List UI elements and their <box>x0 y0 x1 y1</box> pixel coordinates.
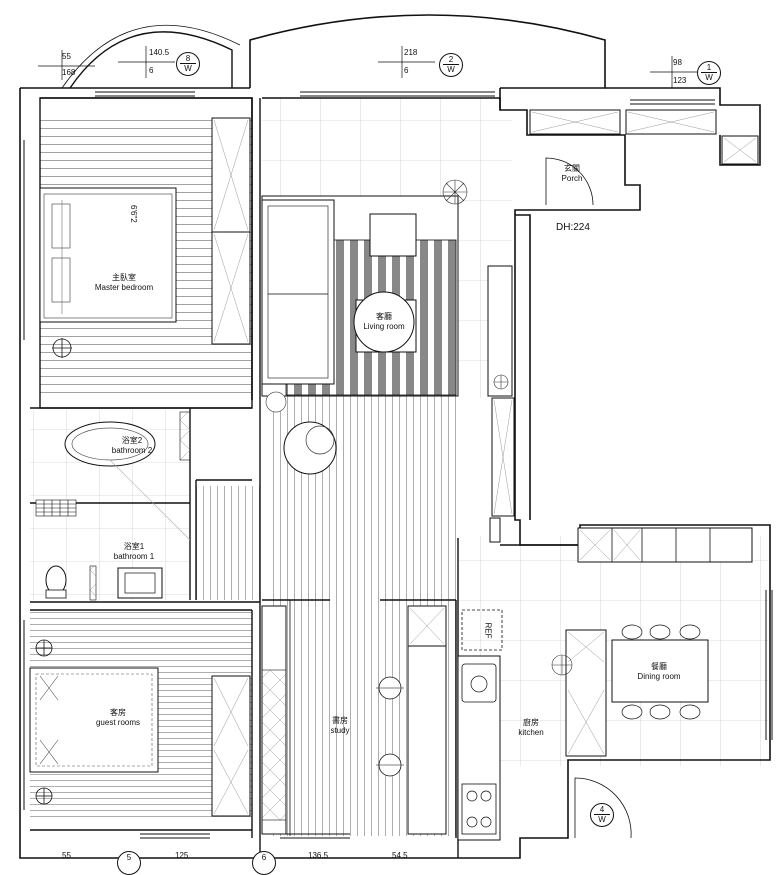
dimension-lines <box>38 46 700 88</box>
porch-zh: 玄關 <box>564 164 580 173</box>
guest-room-zh: 客房 <box>110 708 126 717</box>
dim-top-1-b: 123 <box>673 76 687 85</box>
window-mark-8: 8 W <box>176 52 200 76</box>
window-mark-4-bar <box>594 814 610 815</box>
bathroom1-en: bathroom 1 <box>113 552 155 561</box>
master-bedroom-en: Master bedroom <box>94 283 154 292</box>
porch-en: Porch <box>561 174 583 183</box>
window-mark-4: 4 W <box>590 803 614 827</box>
dim-top-1-a: 98 <box>673 58 682 67</box>
window-mark-1-bar <box>701 72 717 73</box>
kitchen-counter <box>457 655 501 841</box>
dim-bottom-b: 125 <box>175 851 189 860</box>
porch-label: 玄關 Porch <box>562 164 583 184</box>
bathroom2-label: 浴室2 bathroom 2 <box>112 436 152 456</box>
vanity <box>117 567 163 599</box>
study-en: study <box>330 726 350 735</box>
kitchen-label: 廚房 kitchen <box>518 718 543 738</box>
window-mark-5-num: 5 <box>126 853 132 862</box>
master-bed <box>39 187 177 323</box>
sofa <box>261 199 335 385</box>
living-room-zh: 客廳 <box>375 312 392 321</box>
dining-chairs <box>621 624 701 720</box>
dining-sideboard <box>565 629 607 757</box>
windows <box>19 91 773 839</box>
dim-bottom-a: 55 <box>62 851 71 860</box>
guest-room-en: guest rooms <box>95 718 141 727</box>
study-label: 書房 study <box>330 716 349 736</box>
window-mark-5: 5 <box>117 851 141 875</box>
corridor-floor <box>196 486 260 600</box>
dining-room-en: Dining room <box>637 672 681 681</box>
bathroom2-zh: 浴室2 <box>121 436 143 445</box>
bathtub <box>64 421 156 467</box>
window-mark-2-type: W <box>447 65 455 74</box>
round-table <box>353 291 415 353</box>
tv-cabinet <box>369 213 417 257</box>
bathroom1-label: 浴室1 bathroom 1 <box>114 542 154 562</box>
master-bedroom-zh: 主臥室 <box>112 273 136 282</box>
guest-room-label: 客房 guest rooms <box>96 708 140 728</box>
window-mark-2: 2 W <box>439 53 463 77</box>
dim-top-8-a: 140.5 <box>149 48 170 57</box>
ceiling-height-label: DH:224 <box>556 222 590 233</box>
guest-wardrobe <box>211 675 251 817</box>
kitchen-en: kitchen <box>518 728 544 737</box>
dining-cabinets-top <box>577 527 753 563</box>
fridge-label: REF <box>483 622 493 639</box>
bay-window-arc <box>69 31 233 89</box>
window-mark-2-num: 2 <box>448 55 454 64</box>
master-wardrobe <box>211 117 251 345</box>
porch-door <box>545 157 594 206</box>
window-mark-1: 1 W <box>697 61 721 85</box>
kitchen-zh: 廚房 <box>522 718 539 727</box>
bathroom1-zh: 浴室1 <box>123 542 145 551</box>
living-room-label: 客廳 Living room <box>363 312 404 332</box>
master-spot <box>52 338 72 358</box>
bathroom2-en: bathroom 2 <box>111 446 153 455</box>
study-desk <box>407 645 447 835</box>
plant <box>442 179 468 205</box>
dim-top-left-b: 168 <box>62 68 76 77</box>
study-zh: 書房 <box>332 716 348 725</box>
balcony-door <box>574 777 632 839</box>
window-mark-8-type: W <box>184 64 192 73</box>
dim-top-2-b: 6 <box>404 66 409 75</box>
window-mark-6-num: 6 <box>261 853 267 862</box>
window-mark-1-type: W <box>705 73 713 82</box>
fridge <box>461 609 503 651</box>
dining-table <box>611 639 709 703</box>
master-bedroom-label: 主臥室 Master bedroom <box>95 273 153 293</box>
window-mark-8-bar <box>180 63 196 64</box>
window-mark-4-num: 4 <box>599 805 605 814</box>
study-chairs <box>376 676 404 777</box>
dim-top-8-b: 6 <box>149 66 154 75</box>
guest-spots <box>35 639 53 805</box>
window-mark-4-type: W <box>598 815 606 824</box>
window-mark-8-num: 8 <box>185 54 191 63</box>
dining-room-zh: 餐廳 <box>650 662 667 671</box>
dining-room-label: 餐廳 Dining room <box>637 662 680 682</box>
living-room-en: Living room <box>363 322 405 331</box>
dim-top-2-a: 218 <box>404 48 418 57</box>
dim-bottom-d: 54.5 <box>392 851 408 860</box>
dim-top-left-a: 55 <box>62 52 71 61</box>
window-mark-2-bar <box>443 64 459 65</box>
armchair <box>283 421 337 475</box>
window-mark-6: 6 <box>252 851 276 875</box>
dim-bottom-c: 136.5 <box>308 851 329 860</box>
dim-bed-window: 6'6"2 <box>129 205 138 223</box>
window-mark-1-num: 1 <box>706 63 712 72</box>
